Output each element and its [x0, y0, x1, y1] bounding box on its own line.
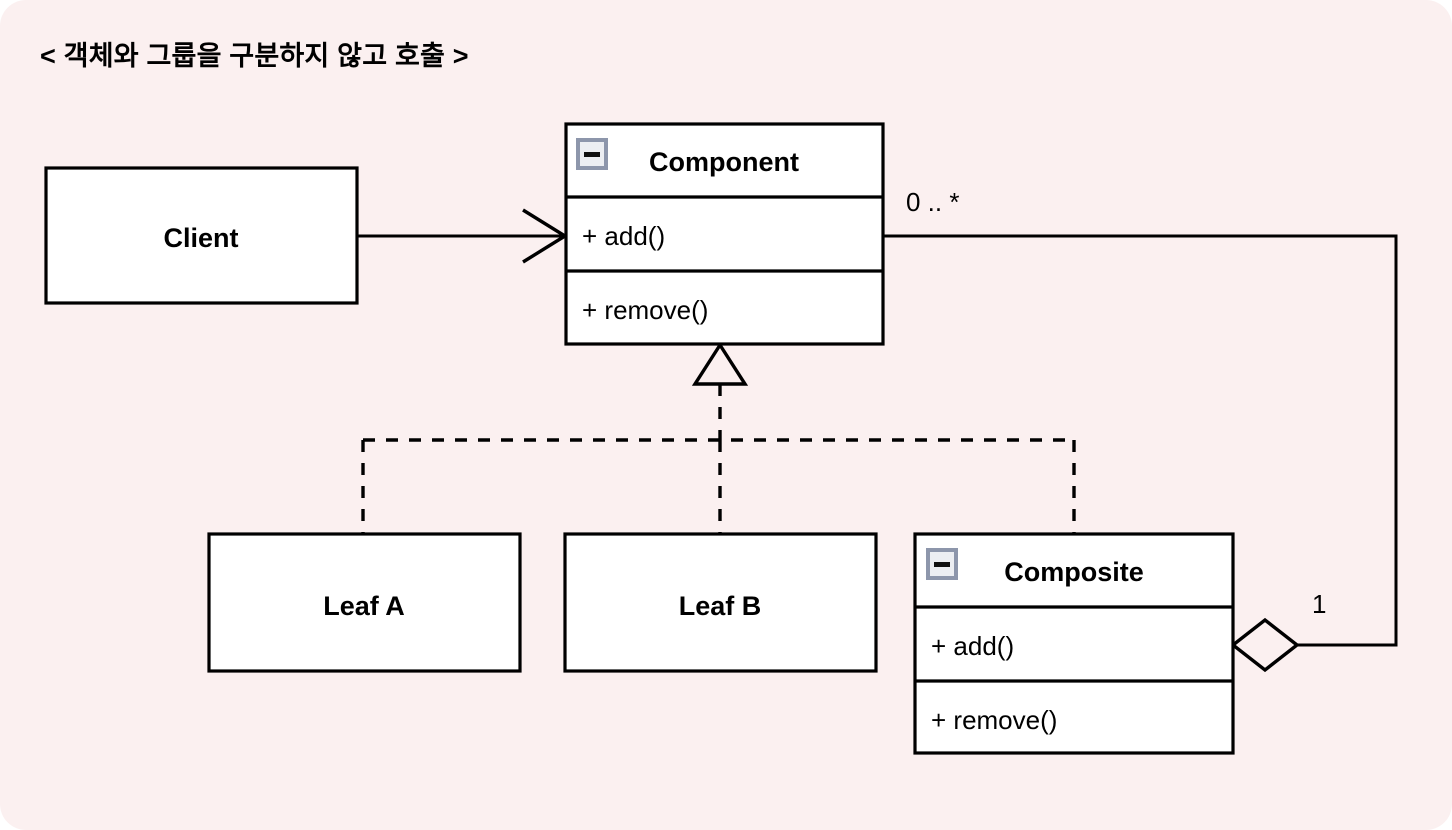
- connector-realization-tree: [361, 341, 1076, 534]
- client-box-outline: [44, 166, 359, 305]
- class-box-component[interactable]: Component + add() + remove(): [564, 122, 885, 346]
- class-box-leaf-a[interactable]: Leaf A: [207, 532, 522, 673]
- class-box-client[interactable]: Client: [44, 166, 359, 305]
- leaf-a-box-outline: [207, 532, 522, 673]
- composite-class-name: Composite: [1004, 557, 1144, 587]
- hollow-diamond-icon: [1230, 617, 1300, 673]
- aggregation-line: [883, 234, 1398, 647]
- hollow-triangle-icon: [691, 341, 749, 386]
- connector-client-to-component: [357, 208, 569, 264]
- leaf-b-class-name: Leaf B: [679, 591, 762, 621]
- minus-box-icon-bar: [934, 562, 950, 567]
- component-box-outline: [564, 122, 885, 346]
- multiplicity-label-composite-end: 1: [1312, 589, 1326, 619]
- client-class-name: Client: [163, 223, 238, 253]
- component-collapse-minus-box-icon[interactable]: [576, 138, 608, 170]
- composite-collapse-minus-box-icon[interactable]: [926, 548, 958, 580]
- composite-member-add: + add(): [931, 631, 1014, 661]
- class-box-composite[interactable]: Composite + add() + remove(): [913, 532, 1235, 755]
- component-member-add: + add(): [582, 221, 665, 251]
- composite-box-outline: [913, 532, 1235, 755]
- leaf-b-box-outline: [563, 532, 878, 673]
- connector-composite-aggregation: [883, 234, 1398, 673]
- component-member-remove: + remove(): [582, 295, 708, 325]
- multiplicity-label-component-end: 0 .. *: [906, 187, 959, 217]
- composite-member-remove: + remove(): [931, 705, 1057, 735]
- component-class-name: Component: [649, 147, 799, 177]
- class-box-leaf-b[interactable]: Leaf B: [563, 532, 878, 673]
- minus-box-icon-bar: [584, 152, 600, 157]
- page-title: < 객체와 그룹을 구분하지 않고 호출 >: [40, 41, 469, 71]
- leaf-a-class-name: Leaf A: [323, 591, 405, 621]
